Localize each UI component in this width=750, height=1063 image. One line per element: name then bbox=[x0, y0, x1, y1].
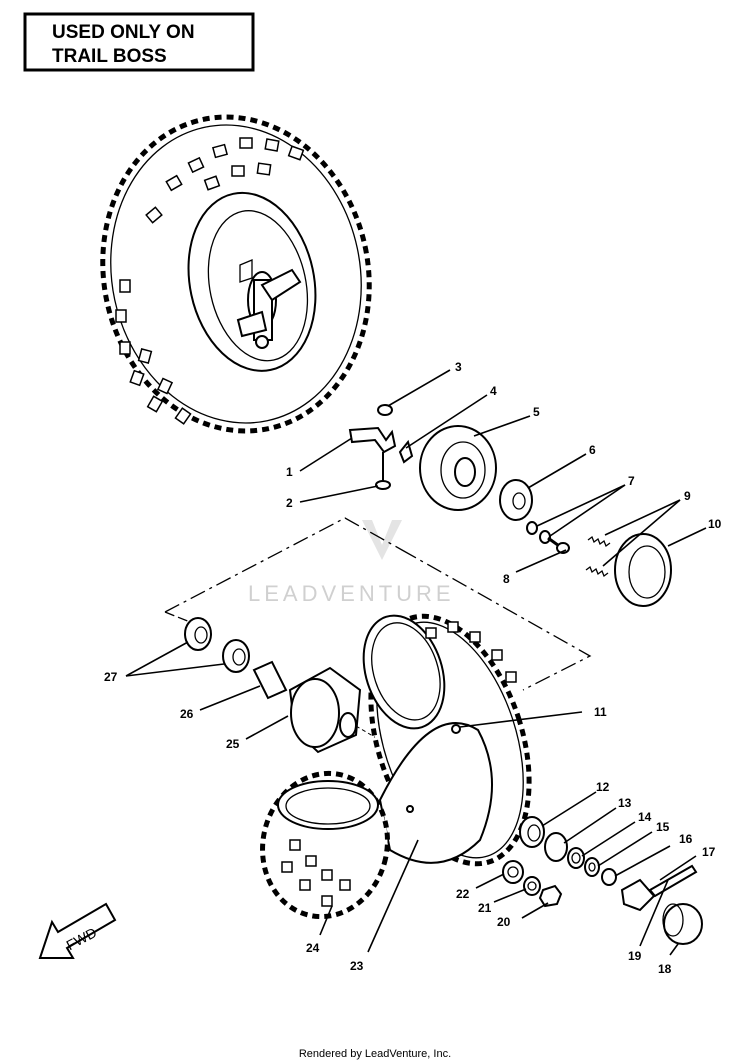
callout-1: 1 bbox=[286, 465, 293, 479]
watermark-text: LEADVENTURE bbox=[248, 581, 455, 606]
callout-9: 9 bbox=[684, 489, 691, 503]
explode-boundary bbox=[164, 517, 592, 691]
callout-16: 16 bbox=[679, 832, 693, 846]
callout-15: 15 bbox=[656, 820, 670, 834]
callout-13: 13 bbox=[618, 796, 632, 810]
callout-17: 17 bbox=[702, 845, 716, 859]
callout-4: 4 bbox=[490, 384, 497, 398]
assembled-wheel-illustration bbox=[100, 114, 372, 434]
brake-parts-illustration bbox=[348, 404, 672, 607]
callout-12: 12 bbox=[596, 780, 610, 794]
callout-5: 5 bbox=[533, 405, 540, 419]
callout-10: 10 bbox=[708, 517, 722, 531]
callout-22: 22 bbox=[456, 887, 470, 901]
lower-assembly-illustration bbox=[184, 613, 703, 945]
callout-25: 25 bbox=[226, 737, 240, 751]
callout-numbers: 1 2 3 4 5 6 7 8 9 10 11 12 13 14 15 16 1… bbox=[104, 360, 722, 976]
callout-24: 24 bbox=[306, 941, 320, 955]
callout-3: 3 bbox=[455, 360, 462, 374]
notice-line-1: USED ONLY ON bbox=[52, 22, 195, 43]
callout-23: 23 bbox=[350, 959, 364, 973]
callout-8: 8 bbox=[503, 572, 510, 586]
callout-21: 21 bbox=[478, 901, 492, 915]
callout-14: 14 bbox=[638, 810, 652, 824]
callout-7: 7 bbox=[628, 474, 635, 488]
callout-18: 18 bbox=[658, 962, 672, 976]
callout-11: 11 bbox=[594, 705, 607, 719]
callout-27: 27 bbox=[104, 670, 118, 684]
callout-6: 6 bbox=[589, 443, 596, 457]
callout-19: 19 bbox=[628, 949, 642, 963]
fwd-arrow: FWD bbox=[38, 902, 117, 959]
notice-line-2: TRAIL BOSS bbox=[52, 46, 167, 67]
callout-26: 26 bbox=[180, 707, 194, 721]
usage-notice: USED ONLY ON TRAIL BOSS bbox=[23, 12, 255, 72]
leader-lines bbox=[125, 369, 707, 956]
footer-credit: Rendered by LeadVenture, Inc. bbox=[299, 1048, 451, 1060]
watermark: LEADVENTURE bbox=[248, 520, 455, 606]
callout-20: 20 bbox=[497, 915, 511, 929]
callout-2: 2 bbox=[286, 496, 293, 510]
